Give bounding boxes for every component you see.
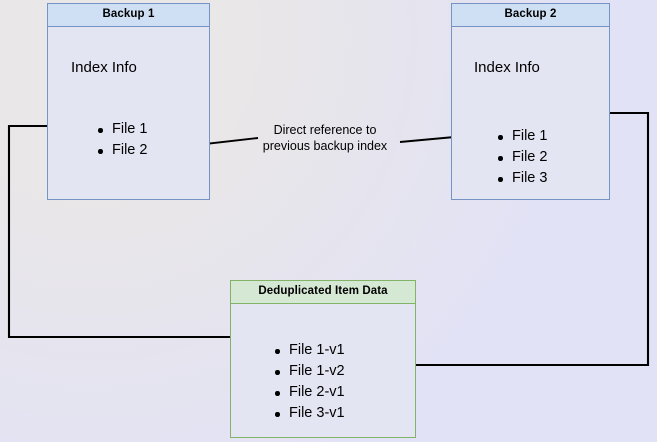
list-item: File 1-v2 [273,361,345,382]
backup-1-box[interactable]: Backup 1 Index Info File 1 File 2 [47,3,210,200]
list-item: File 3 [496,168,547,189]
deduplicated-item-data-box[interactable]: Deduplicated Item Data File 1-v1 File 1-… [230,280,416,438]
backup-2-body: Index Info File 1 File 2 File 3 [452,27,609,199]
backup-2-file-list: File 1 File 2 File 3 [496,126,547,189]
list-item: File 2 [96,140,147,161]
dedup-file-list: File 1-v1 File 1-v2 File 2-v1 File 3-v1 [273,340,345,424]
deduplicated-item-data-body: File 1-v1 File 1-v2 File 2-v1 File 3-v1 [231,304,415,437]
list-item: File 2-v1 [273,382,345,403]
list-item: File 3-v1 [273,403,345,424]
list-item: File 1 [96,119,147,140]
list-item: File 2 [496,147,547,168]
backup-1-header: Backup 1 [48,4,209,27]
direct-reference-annotation: Direct reference to previous backup inde… [262,123,388,153]
backup-1-body: Index Info File 1 File 2 [48,27,209,199]
list-item: File 1-v1 [273,340,345,361]
backup-2-box[interactable]: Backup 2 Index Info File 1 File 2 File 3 [451,3,610,200]
backup-1-file-list: File 1 File 2 [96,119,147,161]
list-item: File 1 [496,126,547,147]
deduplicated-item-data-header: Deduplicated Item Data [231,281,415,304]
backup-2-header: Backup 2 [452,4,609,27]
backup-1-index-label: Index Info [71,59,137,76]
backup-2-index-label: Index Info [474,59,540,76]
